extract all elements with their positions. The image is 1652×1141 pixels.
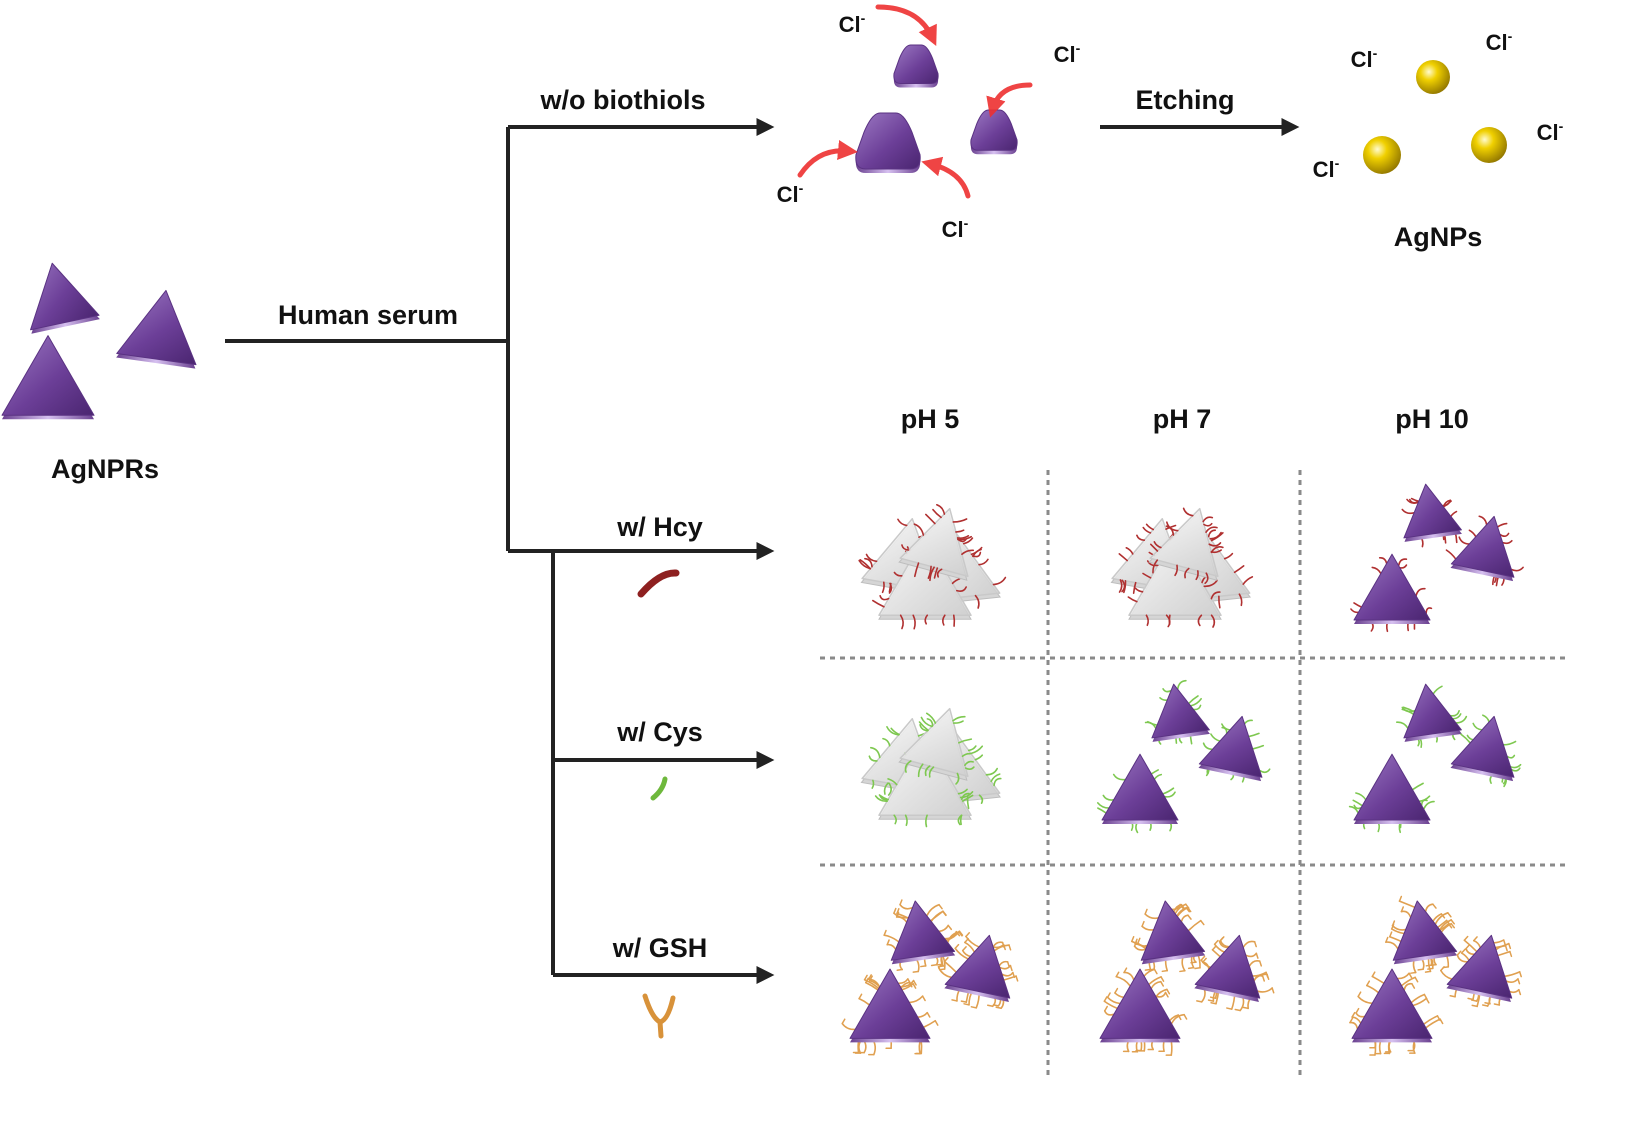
column-header-ph7: pH 7 xyxy=(1153,404,1212,434)
cell-gsh-ph5-ligands xyxy=(883,899,964,973)
chloride-ion-label: Cl- xyxy=(777,180,804,207)
chloride-ion-label: Cl- xyxy=(1313,155,1340,182)
label-w-hcy: w/ Hcy xyxy=(616,512,703,542)
cell-hcy-ph5-ligands xyxy=(901,503,975,582)
etched-prism-center xyxy=(855,112,921,173)
agnp-sphere-1 xyxy=(1416,60,1450,94)
cell-cys-ph10-prism xyxy=(1403,683,1462,742)
cell-cys-ph10-prism xyxy=(1353,753,1431,825)
gsh-molecule-icon xyxy=(642,993,676,1039)
label-w-gsh: w/ GSH xyxy=(612,933,708,963)
cell-hcy-ph5-ghost-prism xyxy=(898,507,969,581)
cell-gsh-ph10-prism xyxy=(1351,968,1433,1043)
label-etching: Etching xyxy=(1136,85,1235,115)
cell-gsh-ph7-ligands xyxy=(1196,936,1275,1012)
agnpr-prism-medium xyxy=(116,289,197,369)
chloride-ion-label: Cl- xyxy=(1054,40,1081,67)
cell-cys-ph10-prism xyxy=(1450,715,1515,782)
cell-gsh-ph7-prism xyxy=(1099,968,1181,1043)
red-arrow-2 xyxy=(986,82,1033,118)
label-human-serum: Human serum xyxy=(278,300,458,330)
cell-gsh-ph10-ligands xyxy=(1349,971,1444,1056)
column-header-ph5: pH 5 xyxy=(901,404,960,434)
agnp-sphere-2 xyxy=(1363,136,1401,174)
cell-cys-ph7-prism xyxy=(1101,753,1179,825)
cell-cys-ph7-ligands xyxy=(1202,719,1271,783)
etched-prism-top xyxy=(893,44,939,88)
cys-molecule-icon xyxy=(650,776,668,801)
cell-cys-ph10-ligands xyxy=(1348,782,1435,834)
label-agnprs: AgNPRs xyxy=(51,454,159,484)
cell-cys-ph7-prism xyxy=(1198,715,1263,782)
agnpr-prism-small xyxy=(30,262,100,334)
cell-cys-ph5-ligands xyxy=(904,712,975,785)
cell-gsh-ph10-ligands xyxy=(1385,895,1456,974)
chloride-ions: Cl- Cl- Cl- Cl- Cl- Cl- Cl- Cl- xyxy=(777,10,1564,242)
chloride-ion-label: Cl- xyxy=(942,215,969,242)
cell-cys-ph7-prism xyxy=(1151,683,1210,742)
cell-cys-ph5-ghost-prism xyxy=(878,734,972,820)
cell-hcy-ph7-ligands xyxy=(1149,507,1224,585)
label-wo-biothiols: w/o biothiols xyxy=(540,85,706,115)
cell-gsh-ph5-prism xyxy=(890,900,956,965)
cell-cys-ph5-ligands xyxy=(874,745,974,828)
cell-gsh-ph5-prism xyxy=(849,968,931,1043)
cell-gsh-ph7-prism xyxy=(1194,934,1261,1003)
agnp-sphere-3 xyxy=(1471,127,1507,163)
etched-prism-right xyxy=(970,109,1018,155)
label-agnps: AgNPs xyxy=(1394,222,1483,252)
column-header-ph10: pH 10 xyxy=(1395,404,1469,434)
red-arrow-4 xyxy=(921,156,971,199)
chloride-ion-label: Cl- xyxy=(1537,118,1564,145)
cell-gsh-ph10-ligands xyxy=(1440,935,1522,1008)
cell-hcy-ph10-prism xyxy=(1353,553,1431,625)
result-grid xyxy=(820,470,1568,1080)
cell-gsh-ph10-prism xyxy=(1446,934,1513,1003)
red-arrow-1 xyxy=(875,4,937,47)
red-arrow-3 xyxy=(797,140,858,178)
cell-cys-ph5-ghost-prism xyxy=(898,707,969,781)
particle-artwork xyxy=(1,4,1524,1056)
chloride-ion-label: Cl- xyxy=(839,10,866,37)
hcy-molecule-icon xyxy=(637,569,680,598)
cell-gsh-ph5-ligands xyxy=(841,974,939,1056)
cell-cys-ph7-ligands xyxy=(1144,679,1202,745)
cell-hcy-ph10-prism xyxy=(1403,483,1462,542)
cell-gsh-ph5-prism xyxy=(944,934,1011,1003)
cell-hcy-ph7-ghost-prism xyxy=(1148,507,1219,581)
cell-hcy-ph10-prism xyxy=(1450,515,1515,582)
chloride-ion-label: Cl- xyxy=(1351,45,1378,72)
agnpr-prism-large xyxy=(1,335,95,420)
cell-gsh-ph10-prism xyxy=(1392,900,1458,965)
label-w-cys: w/ Cys xyxy=(616,717,703,747)
cell-gsh-ph7-prism xyxy=(1140,900,1206,965)
chloride-ion-label: Cl- xyxy=(1486,28,1513,55)
